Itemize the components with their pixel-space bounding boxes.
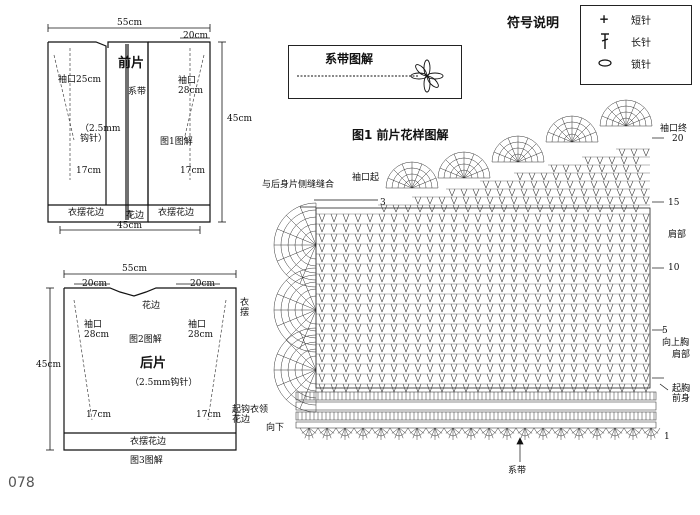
back-side-left: 20cm (82, 279, 108, 289)
back-ref: 图2图解 (129, 335, 162, 345)
front-width-top: 55cm (117, 18, 143, 28)
chart-armhole-start: 袖口起 (352, 173, 380, 183)
row-markers (300, 137, 664, 379)
tie-title: 系带图解 (325, 52, 374, 66)
stitch-rows (316, 148, 650, 393)
chart-up-to-shoulder: 向上胸 (662, 338, 690, 348)
chart-shoulder2: 肩部 (672, 350, 691, 360)
band-ticks (297, 392, 655, 420)
front-piece-outline (47, 41, 211, 223)
top-fans (385, 99, 653, 189)
back-caption: 图3图解 (130, 456, 163, 466)
chart-down: 向下 (266, 423, 285, 433)
left-fans (273, 202, 317, 413)
back-dimensions (46, 270, 237, 451)
bottom-scallops (299, 427, 661, 440)
back-armhole-right: 袖口 28cm (188, 320, 214, 340)
tie-drawing (297, 59, 444, 93)
front-hem-right: 衣摆花边 (158, 208, 195, 218)
legend-label-sc: 短针 (631, 16, 651, 27)
front-tie-label: 系带 (128, 87, 147, 97)
front-width-bottom: 45cm (117, 221, 143, 231)
tie-diagram: 系带图解 (288, 45, 462, 99)
front-height: 45cm (227, 114, 253, 124)
back-piece-outline (63, 287, 237, 451)
chart-row-1: 1 (664, 432, 670, 442)
back-bottom-right: 17cm (196, 410, 222, 420)
chart-hem-side: 衣 摆 (240, 298, 250, 318)
front-side-left: 17cm (76, 166, 102, 176)
front-armhole-left: 袖口25cm (58, 75, 102, 85)
back-width-top: 55cm (122, 264, 148, 274)
chart-row-20: 20 (672, 134, 684, 144)
front-edge: 花边 (126, 211, 145, 221)
back-hem: 衣摆花边 (130, 437, 167, 447)
chart-start-front: 起胸 前身 (672, 384, 691, 404)
front-dimensions (47, 24, 226, 234)
bottom-band (295, 391, 657, 429)
pointer-arrows (516, 383, 669, 462)
chart-row-15: 15 (668, 198, 680, 208)
front-title: 前片 (118, 56, 145, 71)
chart-side-seam-note: 与后身片侧缝缝合 (262, 180, 335, 190)
front-side-top: 20cm (183, 31, 209, 41)
chart-shoulder: 肩部 (668, 230, 687, 240)
front-hem-left: 衣摆花边 (68, 208, 105, 218)
chart-tie: 系带 (508, 466, 527, 476)
back-bottom-left: 17cm (86, 410, 112, 420)
back-side-right: 20cm (190, 279, 216, 289)
back-piece-guides (73, 299, 227, 421)
chart-row-5: 5 (662, 326, 668, 336)
back-height: 45cm (36, 360, 62, 370)
back-armhole-left: 袖口 28cm (84, 320, 110, 340)
chart-start-collar: 起钩衣领 花边 (232, 405, 269, 425)
front-side-right: 17cm (180, 166, 206, 176)
page-number: 078 (8, 475, 35, 491)
legend-label-dc: 长针 (631, 38, 651, 49)
legend-label-chain: 锁针 (631, 60, 651, 71)
front-hook: （2.5mm 钩针） (80, 124, 121, 144)
chart-armhole-start-num: 3 (380, 198, 386, 208)
back-hook: （2.5mm钩针） (130, 378, 198, 388)
dc-symbol-icon (601, 33, 609, 49)
front-armhole-right: 袖口 28cm (178, 76, 204, 96)
legend-symbol-sc: + (599, 12, 610, 26)
back-neck-edge: 花边 (142, 301, 161, 311)
chart-armhole-end: 袖口终 (660, 124, 688, 134)
front-piece-guides (53, 48, 205, 180)
symbol-legend: 符号说明 + 短针 长针 锁针 (507, 5, 692, 85)
legend-title: 符号说明 (507, 16, 560, 31)
chain-symbol-icon (598, 59, 612, 67)
back-title: 后片 (140, 356, 167, 371)
chart-row-10: 10 (668, 263, 680, 273)
chart-title: 图1 前片花样图解 (352, 128, 449, 142)
stitch-chart (315, 207, 651, 389)
front-ref: 图1图解 (160, 137, 193, 147)
